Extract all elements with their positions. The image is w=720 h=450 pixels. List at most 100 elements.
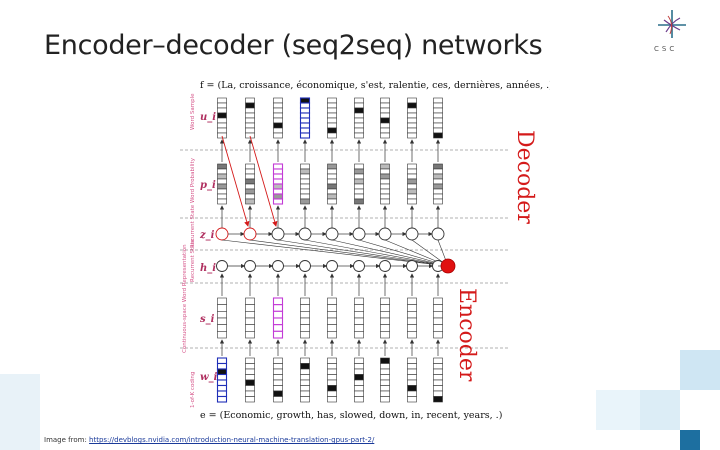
one-hot-input-vector-cell (300, 390, 310, 397)
one-hot-input-vector-cell (245, 363, 255, 370)
word-probability-vector-cell (380, 163, 390, 170)
one-hot-input-vector-cell (273, 374, 283, 381)
word-probability-vector-cell (272, 168, 284, 175)
word-embedding-vector-cell (300, 297, 310, 305)
word-sample-vector-cell (217, 97, 227, 104)
word-embedding-vector-cell (300, 304, 310, 312)
encoder-state-node (353, 260, 365, 272)
caption-link[interactable]: https://devblogs.nvidia.com/introduction… (89, 436, 375, 444)
word-probability-vector-cell (433, 178, 443, 185)
word-embedding-vector-cell (272, 310, 284, 319)
one-hot-input-vector-cell (245, 385, 255, 392)
one-hot-input-vector-cell (216, 395, 228, 403)
word-probability-vector-cell (300, 168, 310, 175)
word-probability-vector-cell (327, 168, 337, 175)
word-sample-vector-cell (327, 117, 337, 124)
one-hot-input-vector-cell (354, 357, 364, 364)
word-sample-vector-cell (327, 132, 337, 139)
caption-prefix: Image from: (44, 436, 90, 444)
one-hot-input-vector-cell (380, 396, 390, 403)
context-line (358, 239, 449, 267)
encoder-final-state-node (440, 258, 456, 274)
word-embedding-vector-cell (327, 297, 337, 305)
word-sample-vector-cell (273, 107, 283, 114)
one-hot-input-vector-cell (273, 390, 283, 397)
one-hot-input-vector-cell (327, 385, 337, 392)
word-probability-vector-cell (217, 168, 227, 175)
one-hot-input-vector-cell (327, 363, 337, 370)
word-sample-vector-cell (433, 112, 443, 119)
deco-square (596, 390, 640, 430)
word-embedding-vector-cell (300, 331, 310, 339)
word-sample-vector-cell (273, 97, 283, 104)
word-probability-vector-cell (245, 198, 255, 205)
one-hot-input-vector-cell (354, 374, 364, 381)
word-probability-vector-cell (433, 163, 443, 170)
word-sample-vector-cell (299, 112, 311, 119)
deco-square (680, 430, 700, 450)
word-embedding-vector-cell (407, 304, 417, 312)
word-sample-vector-cell (327, 122, 337, 129)
word-sample-vector-cell (217, 122, 227, 129)
word-embedding-vector-cell (327, 317, 337, 325)
symbol-u: u_i (200, 112, 216, 123)
word-embedding-vector-cell (433, 311, 443, 319)
decoder-state-node (271, 227, 285, 241)
word-probability-vector-cell (380, 173, 390, 180)
word-sample-vector-cell (433, 132, 443, 139)
row-label-recurrent-state-dec: Recurrent State (190, 204, 196, 248)
word-sample-vector-cell (245, 112, 255, 119)
one-hot-input-vector-cell (407, 368, 417, 375)
decoder-state-node (243, 227, 257, 241)
one-hot-input-vector-cell (216, 373, 228, 381)
word-probability-vector-cell (327, 198, 337, 205)
word-sample-vector-cell (433, 97, 443, 104)
one-hot-input-vector-cell (273, 379, 283, 386)
word-sample-vector-cell (380, 107, 390, 114)
word-probability-vector-cell (300, 193, 310, 200)
word-probability-vector-cell (380, 183, 390, 190)
word-probability-vector-cell (245, 173, 255, 180)
encoder-label: Encoder (454, 288, 479, 382)
row-label-word-sample: Word Sample (190, 93, 196, 130)
word-embedding-vector-cell (245, 324, 255, 332)
word-probability-vector-cell (407, 183, 417, 190)
word-sample-vector-cell (407, 102, 417, 109)
one-hot-input-vector-cell (300, 363, 310, 370)
word-embedding-vector-cell (354, 324, 364, 332)
deco-square (680, 350, 720, 390)
word-probability-vector-cell (407, 193, 417, 200)
one-hot-input-vector-cell (245, 357, 255, 364)
word-sample-vector-cell (217, 117, 227, 124)
word-probability-vector-cell (433, 183, 443, 190)
word-sample-vector-cell (407, 127, 417, 134)
word-sample-vector-cell (433, 122, 443, 129)
word-sample-vector-cell (354, 127, 364, 134)
one-hot-input-vector-cell (433, 368, 443, 375)
encoder-state-node (406, 260, 418, 272)
word-probability-vector-cell (354, 188, 364, 195)
word-probability-vector-cell (407, 168, 417, 175)
word-probability-vector-cell (300, 173, 310, 180)
one-hot-input-vector-cell (354, 363, 364, 370)
encoder-state-node (272, 260, 284, 272)
one-hot-input-vector-cell (433, 357, 443, 364)
word-sample-vector-cell (245, 122, 255, 129)
word-sample-vector-cell (273, 127, 283, 134)
word-probability-vector-cell (245, 193, 255, 200)
word-embedding-vector-cell (433, 324, 443, 332)
one-hot-input-vector-cell (245, 390, 255, 397)
word-probability-vector-cell (354, 178, 364, 185)
word-embedding-vector-cell (245, 297, 255, 305)
word-sample-vector-cell (217, 102, 227, 109)
one-hot-input-vector-cell (380, 374, 390, 381)
word-probability-vector-cell (245, 183, 255, 190)
word-sample-vector-cell (380, 97, 390, 104)
word-embedding-vector-cell (217, 331, 227, 339)
word-embedding-vector-cell (300, 324, 310, 332)
word-probability-vector-cell (407, 188, 417, 195)
word-probability-vector-cell (354, 163, 364, 170)
word-embedding-vector-cell (217, 304, 227, 312)
word-sample-vector-cell (380, 122, 390, 129)
word-embedding-vector-cell (354, 297, 364, 305)
